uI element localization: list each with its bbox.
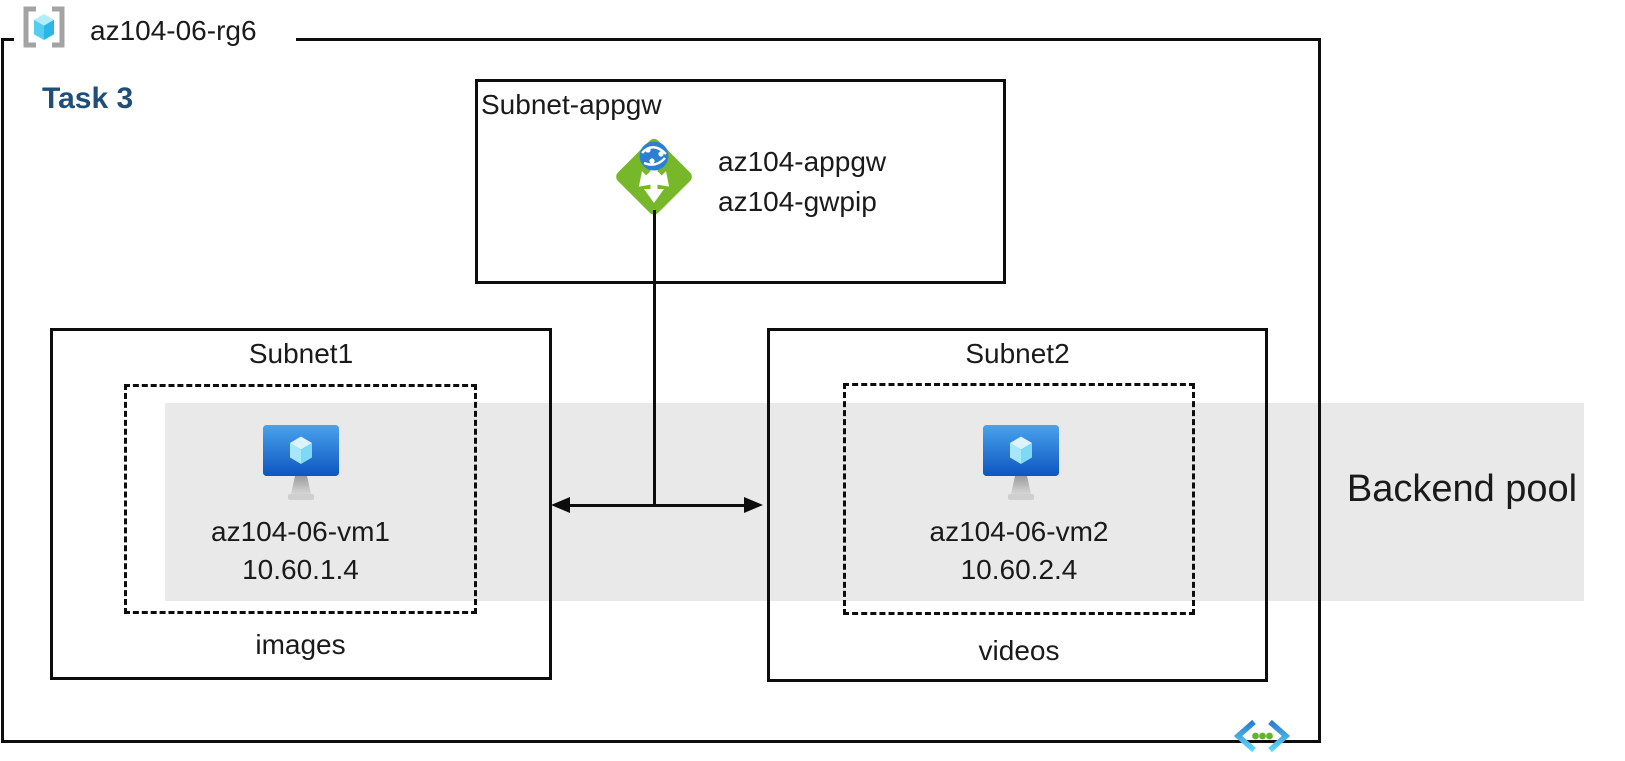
appgw-name: az104-appgw bbox=[718, 146, 887, 177]
backend-pool-label: Backend pool bbox=[1346, 468, 1578, 510]
subnet1-title: Subnet1 bbox=[248, 338, 354, 369]
backend-pool-band bbox=[165, 403, 1584, 601]
vm1-labels: az104-06-vm1 10.60.1.4 bbox=[124, 513, 477, 589]
subnet2-title: Subnet2 bbox=[965, 338, 1070, 369]
resource-group-icon bbox=[23, 6, 65, 48]
appgw-pip-name: az104-gwpip bbox=[718, 186, 877, 217]
application-gateway-icon bbox=[616, 138, 692, 215]
vm2-name: az104-06-vm2 bbox=[929, 516, 1109, 547]
virtual-network-icon bbox=[1234, 719, 1290, 753]
virtual-machine-icon bbox=[983, 425, 1059, 500]
gateway-connector-line bbox=[653, 210, 656, 507]
subnet1-folder-label: images bbox=[255, 629, 346, 660]
appgw-subnet-title: Subnet-appgw bbox=[481, 89, 662, 120]
resource-group-name: az104-06-rg6 bbox=[90, 15, 257, 46]
vm1-name: az104-06-vm1 bbox=[211, 516, 390, 547]
arrowhead-to-subnet1 bbox=[551, 497, 570, 513]
vm2-dashed-frame bbox=[843, 383, 1195, 615]
vm2-labels: az104-06-vm2 10.60.2.4 bbox=[843, 513, 1195, 589]
appgw-subnet-box bbox=[475, 79, 1006, 284]
arrowhead-to-subnet2 bbox=[744, 497, 763, 513]
subnet2-folder-label: videos bbox=[978, 635, 1060, 666]
virtual-machine-icon bbox=[263, 425, 339, 500]
resource-group-header-gap bbox=[14, 34, 296, 46]
resource-group-box bbox=[1, 38, 1321, 743]
subnet2-box bbox=[767, 328, 1268, 682]
subnet-connector-line bbox=[566, 504, 748, 507]
task-label: Task 3 bbox=[42, 82, 134, 115]
subnet1-box bbox=[50, 328, 552, 680]
vm1-dashed-frame bbox=[124, 384, 477, 614]
vm2-ip: 10.60.2.4 bbox=[960, 554, 1078, 585]
appgw-labels: az104-appgw az104-gwpip bbox=[718, 142, 886, 222]
vm1-ip: 10.60.1.4 bbox=[242, 554, 359, 585]
